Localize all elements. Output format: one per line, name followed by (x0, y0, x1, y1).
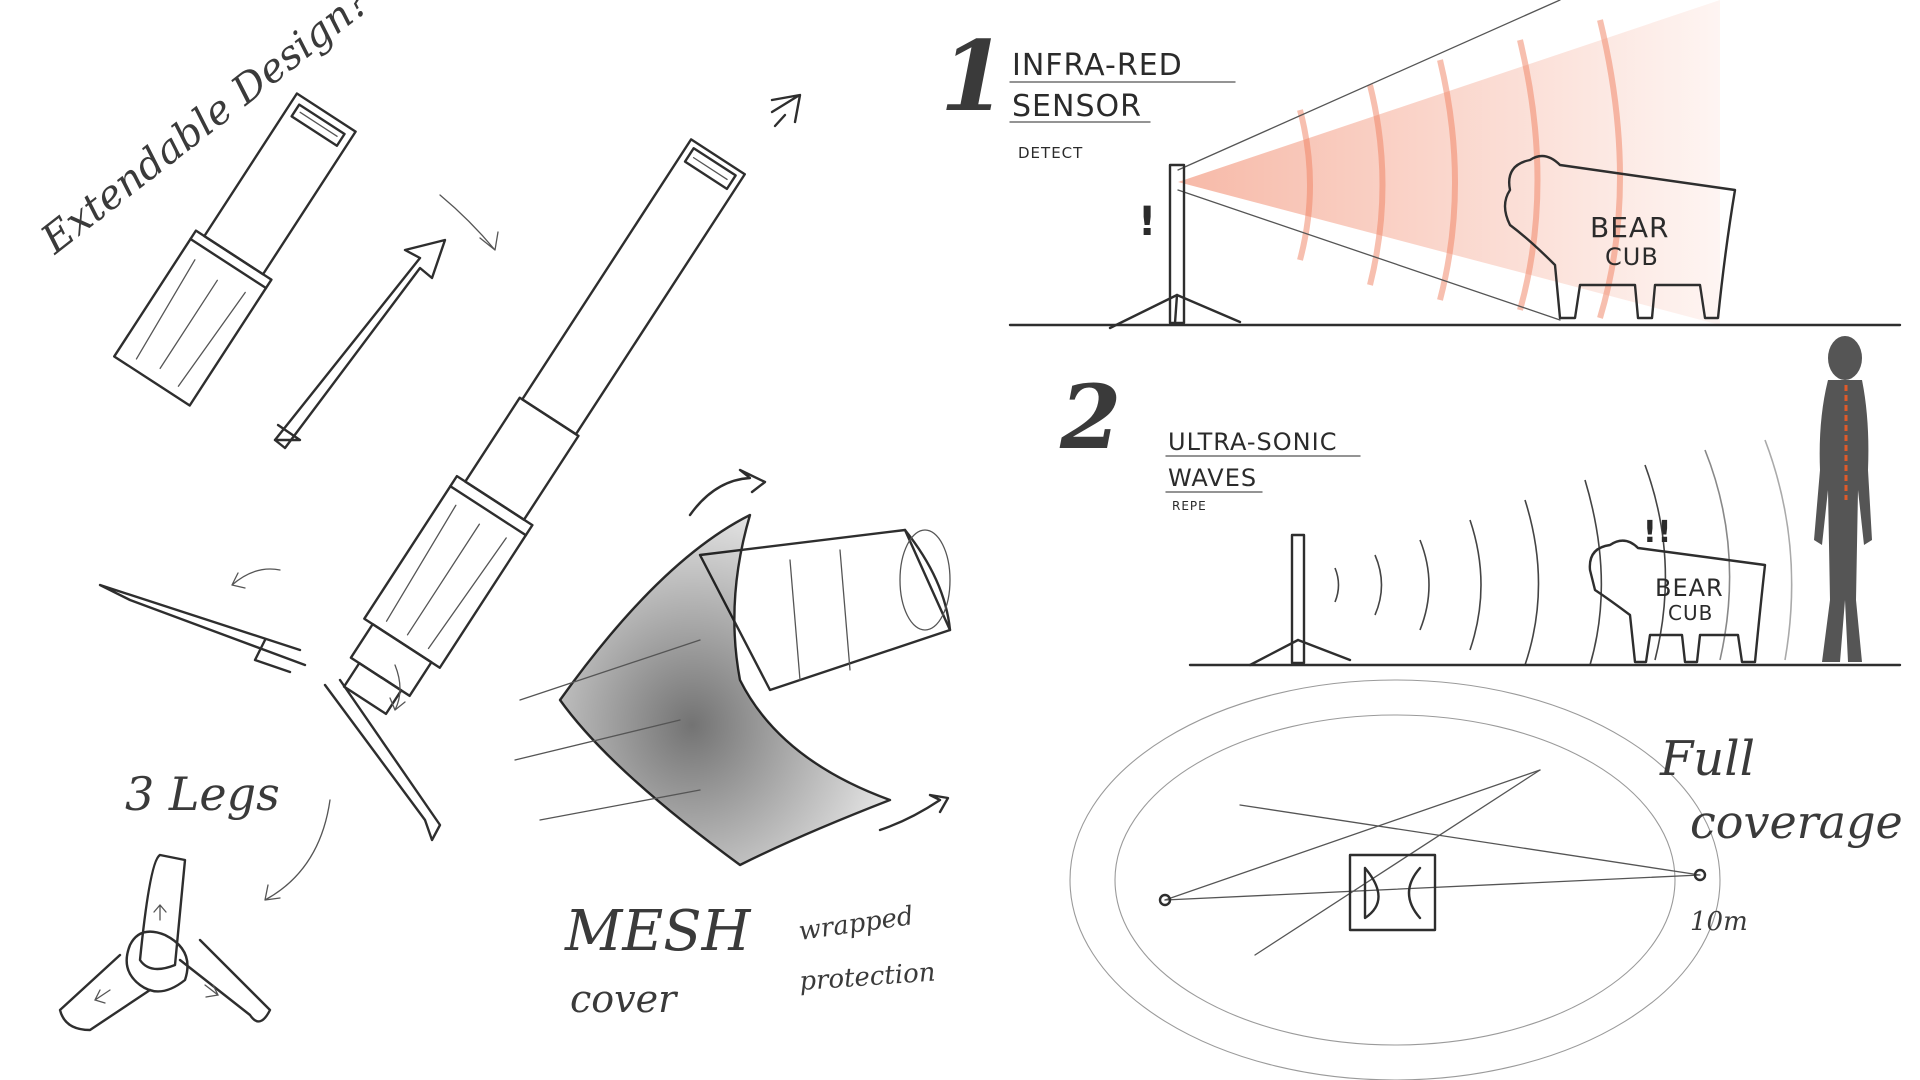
extend-arrows (273, 93, 802, 450)
panel2-alert: !! (1643, 515, 1672, 550)
panel1-subject-line2: CUB (1605, 243, 1659, 271)
protection-label: protection (798, 958, 936, 997)
panel1-number: 1 (940, 20, 1007, 133)
panel-infrared: 1 INFRA-RED SENSOR DETECT ! BEAR CUB (940, 0, 1902, 330)
panel2-subject-line2: CUB (1668, 601, 1713, 625)
panel2-sensor-pole (1248, 533, 1352, 667)
panel1-sensor-pole (1108, 163, 1242, 330)
panel2-title-line2: WAVES (1168, 464, 1257, 492)
panel2-bear-cub (1588, 539, 1767, 664)
cover-label: cover (570, 977, 679, 1021)
coverage-distance: 10m (1690, 907, 1748, 937)
panel1-bear-cub (1503, 154, 1737, 320)
ultrasonic-waves (1334, 439, 1793, 666)
panel3-title-line1: Full (1659, 731, 1755, 787)
panel-ultrasonic: 2 ULTRA-SONIC WAVES REPE !! BEAR CUB (1059, 336, 1902, 667)
mesh-cover-sketch (514, 468, 952, 867)
sensor-cube (1348, 853, 1437, 932)
panel2-number: 2 (1059, 365, 1121, 469)
coverage-ray-4 (1254, 769, 1541, 956)
coverage-ellipse-outer (1069, 679, 1721, 1080)
legs-top-view (58, 853, 272, 1032)
three-legs-label: 3 Legs (125, 767, 280, 821)
extended-pole-sketch (342, 138, 746, 716)
standing-person (1814, 336, 1872, 662)
source-point-right (1693, 868, 1707, 882)
legs-pointer-arrow (264, 799, 331, 901)
coverage-ellipse-inner (1114, 714, 1676, 1046)
coverage-ray-1 (1164, 874, 1701, 901)
panel3-title-line2: coverage (1690, 795, 1903, 849)
mesh-label: MESH (564, 899, 752, 964)
panel1-title-line1: INFRA-RED (1012, 48, 1183, 83)
panel2-subtitle: REPE (1172, 499, 1207, 513)
coverage-ray-3 (1239, 804, 1701, 876)
compact-unit-sketch (113, 92, 357, 407)
ir-beam-edge-bottom (1177, 189, 1561, 321)
panel2-title-line1: ULTRA-SONIC (1168, 428, 1337, 456)
panel1-subject-line1: BEAR (1590, 211, 1670, 244)
extendable-design-label: Extendable Design? (32, 0, 379, 263)
wrapped-label: wrapped (797, 901, 916, 947)
coverage-ray-2 (1164, 769, 1541, 901)
ir-beam-edge-top (1177, 0, 1561, 171)
panel1-alert: ! (1138, 199, 1157, 245)
panel2-subject-line1: BEAR (1655, 574, 1724, 602)
tripod-legs (98, 568, 442, 842)
ir-beam (1178, 0, 1720, 325)
source-point-left (1158, 893, 1172, 907)
panel1-title-line2: SENSOR (1012, 89, 1142, 124)
panel-full-coverage: Full coverage 10m (1069, 679, 1903, 1080)
ir-beam-arcs (1297, 19, 1623, 319)
panel1-subtitle: DETECT (1018, 144, 1083, 162)
device-sketches: Extendable Design? (32, 0, 952, 1032)
